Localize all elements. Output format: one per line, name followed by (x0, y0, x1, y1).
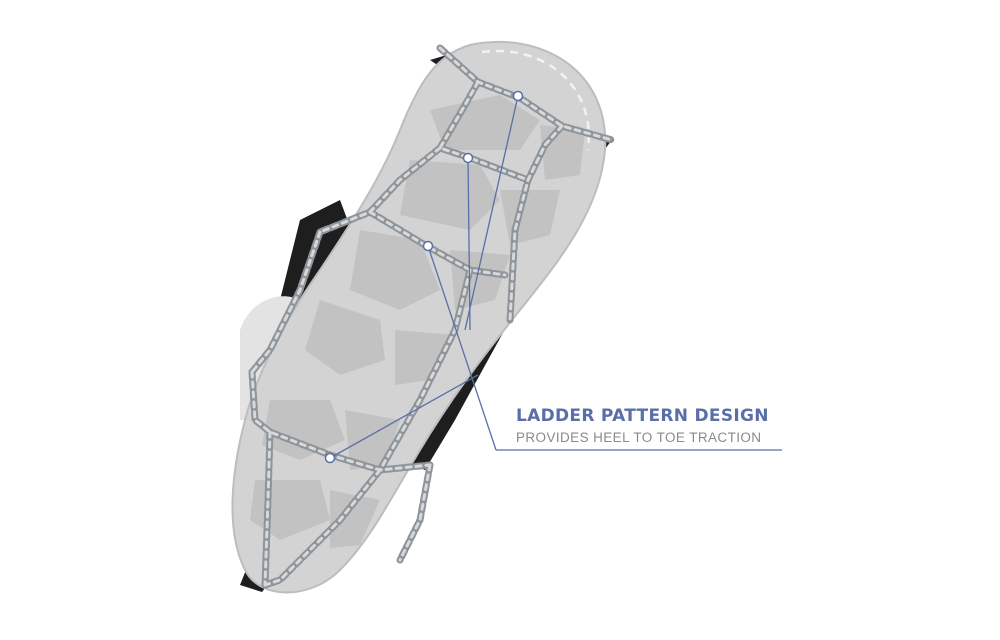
callout-subtitle: PROVIDES HEEL TO TOE TRACTION (516, 430, 762, 445)
callout-dots (324, 90, 524, 464)
callout-leader-lines (329, 95, 782, 459)
feature-callout: LADDER PATTERN DESIGN PROVIDES HEEL TO T… (516, 406, 786, 445)
callout-title: LADDER PATTERN DESIGN (516, 406, 769, 426)
steel-chains (248, 44, 616, 589)
